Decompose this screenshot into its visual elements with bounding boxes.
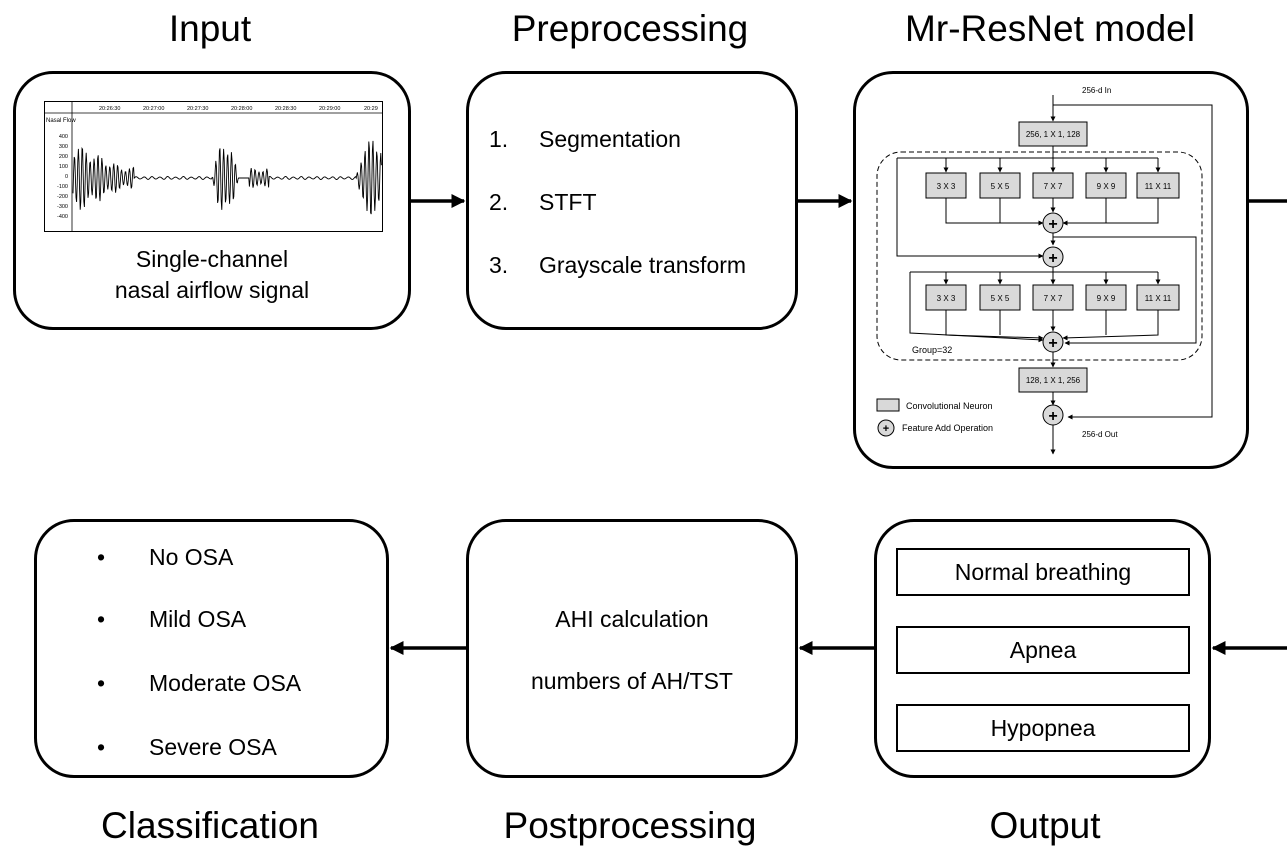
output-class-apnea: Apnea <box>896 626 1190 674</box>
kernel-label: 3 X 3 <box>937 294 956 303</box>
output-class-hypopnea: Hypopnea <box>896 704 1190 752</box>
time-tick: 20:28:30 <box>275 106 296 112</box>
kernel-block <box>1136 172 1180 199</box>
y-tick: 0 <box>65 174 68 180</box>
time-tick: 20:27:30 <box>187 106 208 112</box>
conv-block-top <box>1018 121 1088 147</box>
preprocessing-step: 2. STFT <box>489 189 597 216</box>
conv-block-top-label: 256, 1 X 1, 128 <box>1026 130 1081 139</box>
step-number: 3. <box>489 252 509 278</box>
legend-add-swatch <box>877 419 895 437</box>
classification-label: Moderate OSA <box>149 670 302 696</box>
y-tick: 300 <box>59 144 68 150</box>
bullet: • <box>97 544 106 570</box>
time-tick: 20:29:00 <box>319 106 340 112</box>
step-number: 1. <box>489 126 509 152</box>
title-model: Mr-ResNet model <box>905 8 1195 49</box>
kernel-label: 5 X 5 <box>991 294 1010 303</box>
input-panel: Nasal Flow 20:26:30 20:27:00 20:27:30 20… <box>13 71 411 330</box>
y-tick: -200 <box>57 194 68 200</box>
bullet: • <box>97 670 106 696</box>
kernel-label: 9 X 9 <box>1097 294 1116 303</box>
y-tick: 400 <box>59 134 68 140</box>
input-caption-line1: Single-channel <box>135 246 289 272</box>
step-label: STFT <box>539 189 597 215</box>
step-label: Grayscale transform <box>539 252 747 278</box>
classification-label: Severe OSA <box>149 734 277 760</box>
y-tick: 200 <box>59 154 68 160</box>
kernel-label: 7 X 7 <box>1044 294 1063 303</box>
legend-add-plus: + <box>883 423 889 435</box>
postprocessing-line1: AHI calculation <box>555 606 709 632</box>
group-label: Group=32 <box>912 345 952 355</box>
y-tick: -400 <box>57 214 68 220</box>
title-output: Output <box>989 805 1101 846</box>
postprocessing-panel: AHI calculation numbers of AH/TST <box>466 519 798 778</box>
classification-item: • Mild OSA <box>97 606 246 633</box>
postprocessing-line2: numbers of AH/TST <box>531 668 733 694</box>
title-preprocessing: Preprocessing <box>511 8 749 49</box>
kernel-block <box>1085 284 1127 311</box>
kernel-label: 9 X 9 <box>1097 182 1116 191</box>
add-node-plus: + <box>1048 250 1057 267</box>
title-input: Input <box>168 8 252 49</box>
bullet: • <box>97 734 106 760</box>
classification-label: Mild OSA <box>149 606 247 632</box>
classification-label: No OSA <box>149 544 234 570</box>
add-node-plus: + <box>1048 216 1057 233</box>
add-node-plus: + <box>1048 408 1057 425</box>
time-tick: 20:26:30 <box>99 106 120 112</box>
classification-panel: • No OSA • Mild OSA • Moderate OSA • Severe … <box>34 519 389 778</box>
title-classification: Classification <box>101 805 319 846</box>
legend-neuron-swatch <box>876 398 900 412</box>
step-number: 2. <box>489 189 509 215</box>
classification-item: • Moderate OSA <box>97 670 301 697</box>
bullet: • <box>97 606 106 632</box>
kernel-label: 11 X 11 <box>1145 294 1172 303</box>
title-postprocessing: Postprocessing <box>503 805 757 846</box>
time-tick: 20:27:00 <box>143 106 164 112</box>
y-tick: -300 <box>57 204 68 210</box>
airflow-waveform <box>72 140 382 215</box>
kernel-label: 3 X 3 <box>937 182 956 191</box>
preprocessing-panel: 1. Segmentation 2. STFT 3. Grayscale transf… <box>466 71 798 330</box>
kernel-block <box>1085 172 1127 199</box>
model-input-label: 256-d In <box>1082 86 1111 95</box>
preprocessing-step: 1. Segmentation <box>489 126 681 153</box>
model-output-label: 256-d Out <box>1082 430 1118 439</box>
y-tick: -100 <box>57 184 68 190</box>
output-class-normal: Normal breathing <box>896 548 1190 596</box>
kernel-label: 11 X 11 <box>1145 182 1172 191</box>
kernel-label: 5 X 5 <box>991 182 1010 191</box>
kernel-label: 7 X 7 <box>1044 182 1063 191</box>
classification-item: • Severe OSA <box>97 734 277 761</box>
group-box <box>876 151 1203 361</box>
skip-connection <box>1053 104 1213 420</box>
preprocessing-step: 3. Grayscale transform <box>489 252 746 279</box>
output-panel: Normal breathing Apnea Hypopnea <box>874 519 1211 778</box>
airflow-signal-plot: Nasal Flow 20:26:30 20:27:00 20:27:30 20… <box>44 101 383 232</box>
legend-neuron-label: Convolutional Neuron <box>906 401 993 411</box>
channel-label: Nasal Flow <box>46 118 76 124</box>
input-caption-line2: nasal airflow signal <box>114 277 310 303</box>
step-label: Segmentation <box>539 126 681 152</box>
time-tick: 20:29 <box>364 106 378 112</box>
y-tick: 100 <box>59 164 68 170</box>
add-node-plus: + <box>1048 335 1057 352</box>
classification-item: • No OSA <box>97 544 233 571</box>
conv-block-bottom-label: 128, 1 X 1, 256 <box>1026 376 1081 385</box>
legend-add-label: Feature Add Operation <box>902 423 993 433</box>
input-caption: Single-channel nasal airflow signal <box>16 244 408 306</box>
time-tick: 20:28:00 <box>231 106 252 112</box>
